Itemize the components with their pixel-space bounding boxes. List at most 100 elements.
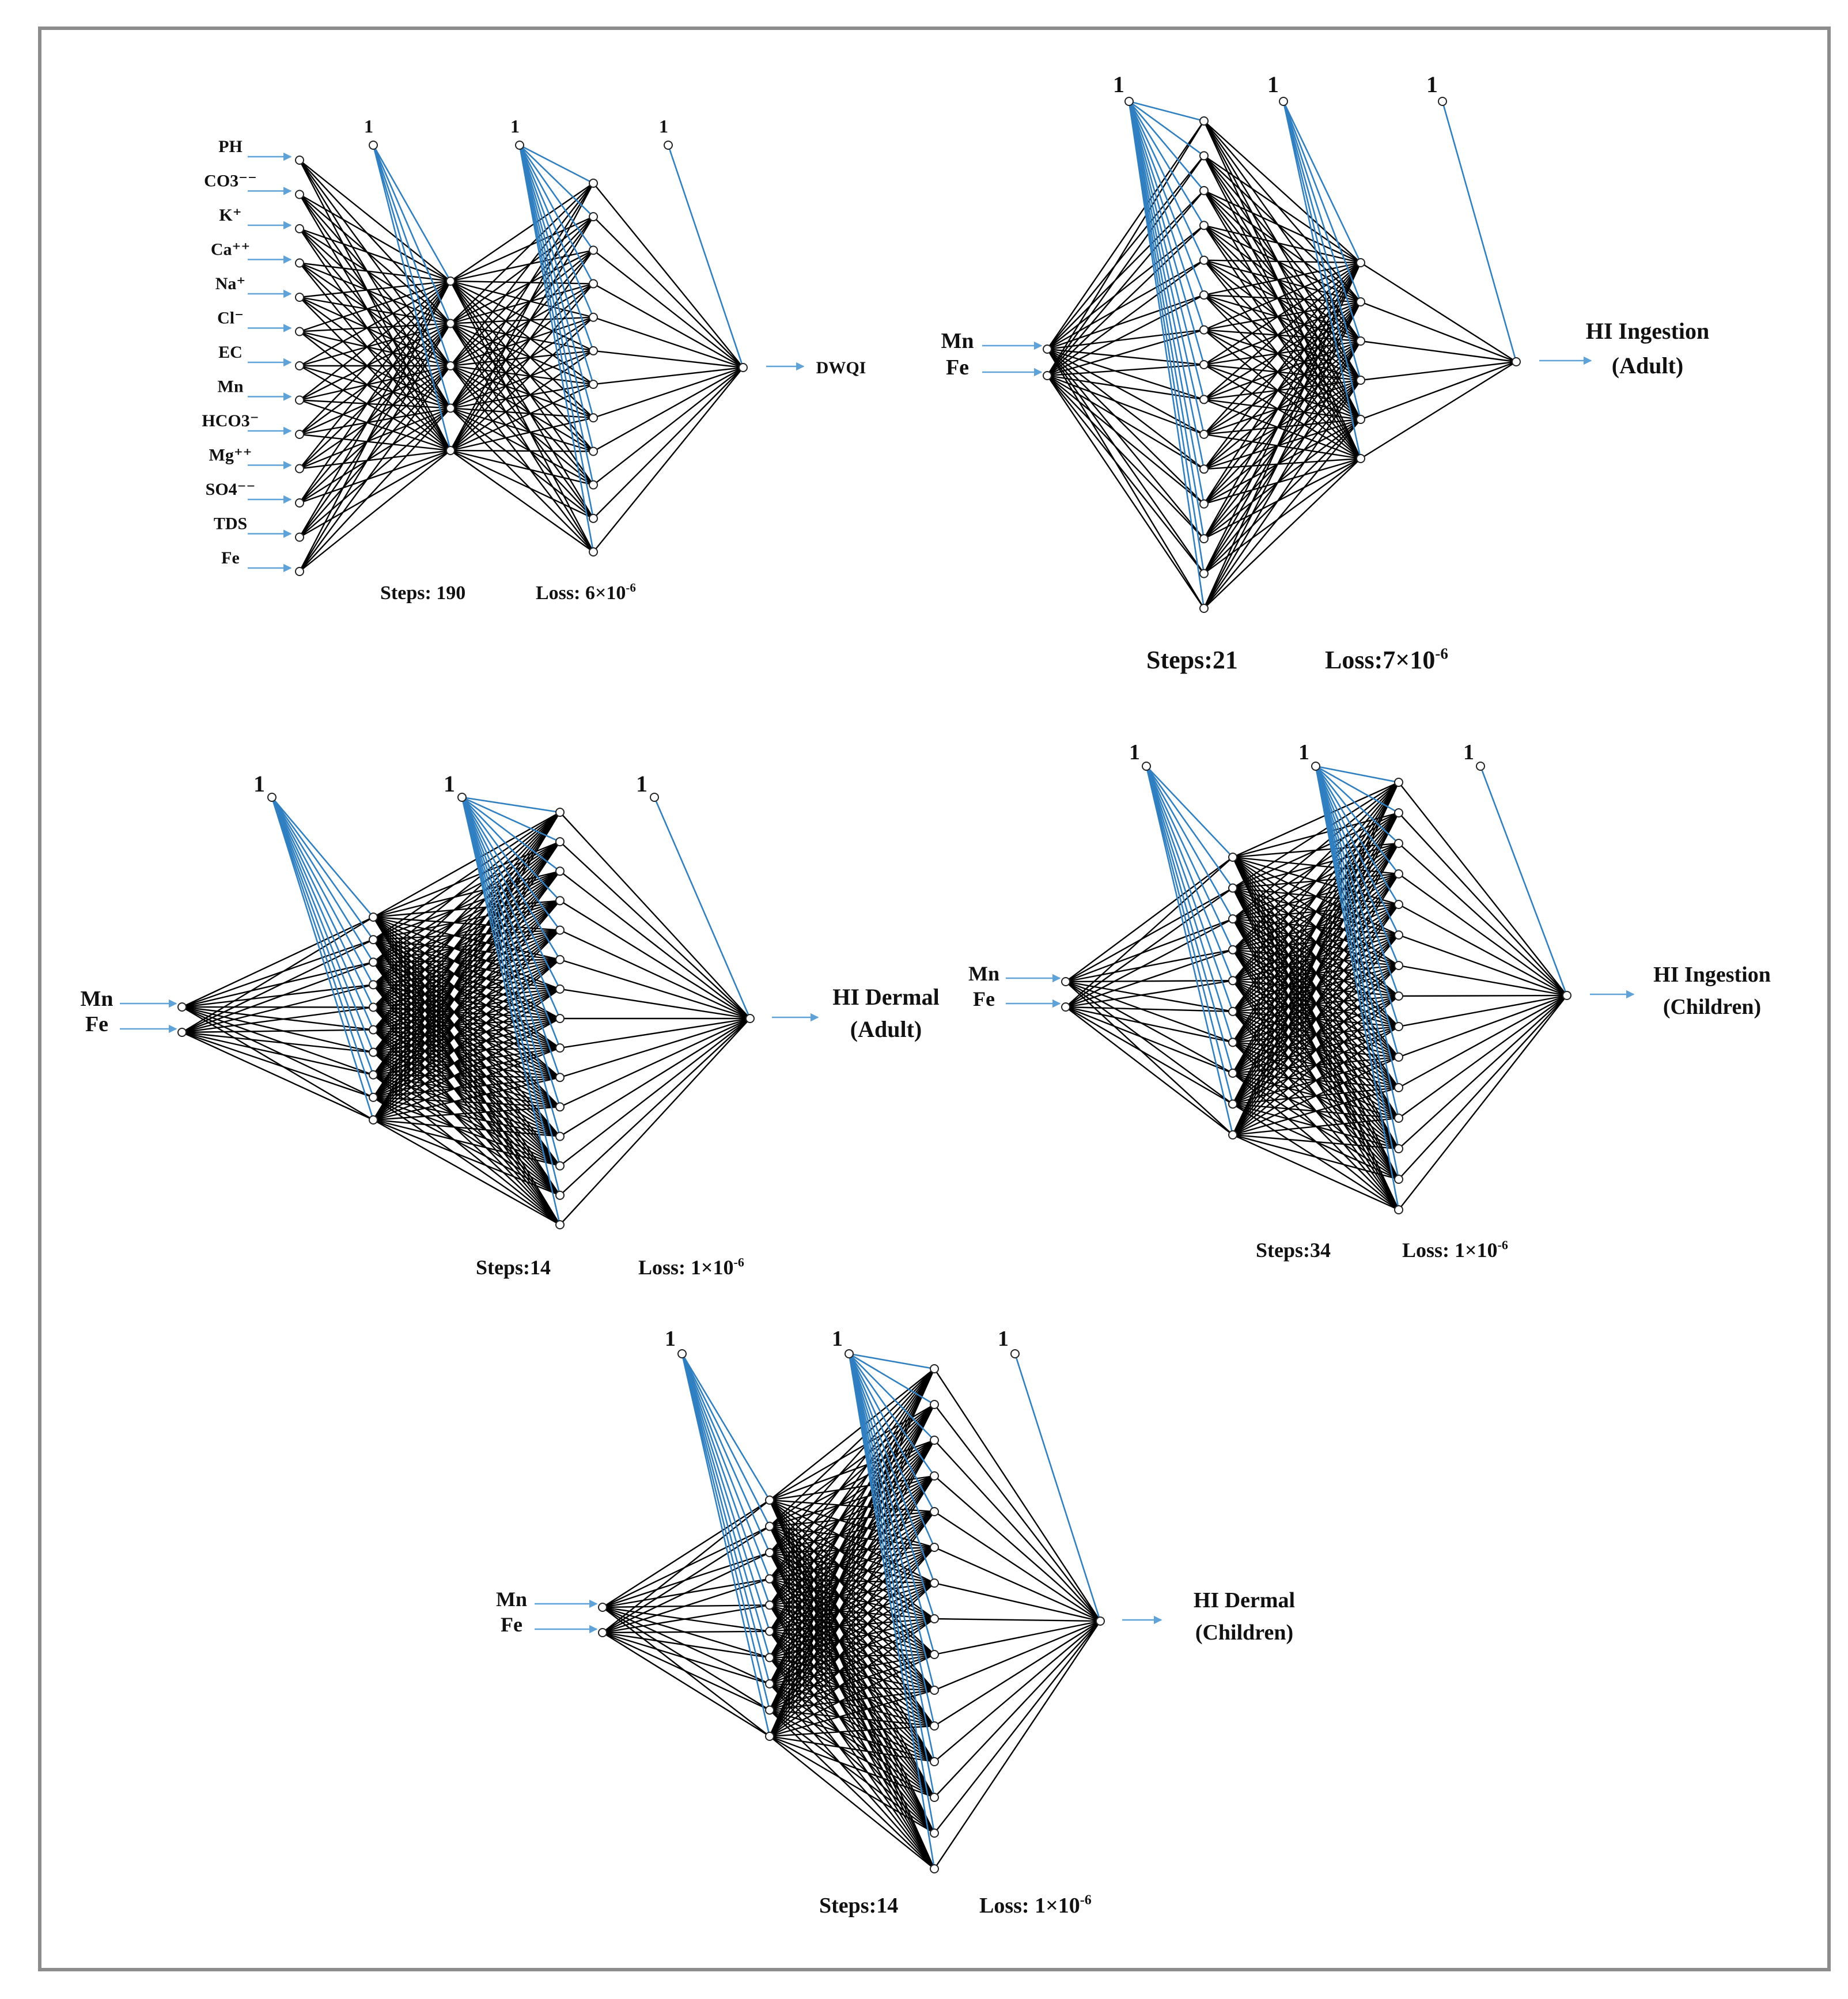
bias-edge — [271, 797, 374, 1120]
weight-edge — [934, 1620, 1101, 1727]
weight-edge — [1203, 399, 1361, 421]
weight-edge — [1203, 380, 1361, 609]
weight-edge — [1203, 340, 1362, 609]
bias-edge — [1315, 766, 1400, 874]
nodes — [598, 1364, 1105, 1873]
weight-edge — [769, 1511, 935, 1659]
weight-edge — [373, 1096, 561, 1108]
weight-edge — [373, 870, 561, 1120]
weight-edge — [450, 450, 594, 552]
hidden-node — [1394, 1205, 1403, 1214]
bias-edge — [271, 797, 374, 985]
hidden-node — [930, 1757, 939, 1766]
weight-edge — [299, 407, 451, 436]
weight-edge — [373, 939, 561, 1078]
weight-edge — [373, 1029, 561, 1225]
weight-edge — [769, 1440, 935, 1580]
weight-edge — [299, 365, 451, 538]
hidden-node — [1394, 1175, 1403, 1184]
hidden-node — [1394, 778, 1403, 787]
weight-edge — [769, 1709, 935, 1763]
nodes — [1043, 116, 1521, 613]
hidden-node — [765, 1626, 774, 1636]
input-node — [295, 567, 304, 576]
weight-edge — [299, 407, 451, 538]
hidden-node — [1356, 376, 1365, 385]
weight-edge — [769, 1500, 935, 1691]
hidden-node — [930, 1543, 939, 1552]
weight-edge — [1046, 120, 1205, 376]
bias-edge — [1128, 101, 1205, 330]
weight-edge — [1047, 294, 1205, 377]
hidden-node — [369, 1070, 378, 1080]
weight-edge — [450, 365, 594, 452]
weight-edge — [1360, 361, 1517, 381]
weight-edge — [1203, 190, 1362, 459]
hidden-node — [1228, 976, 1237, 986]
weight-edge — [450, 449, 594, 519]
weight-edge — [373, 1119, 561, 1167]
weight-edge — [373, 812, 561, 1008]
bias-edge — [372, 145, 452, 324]
weight-edge — [450, 316, 594, 367]
hidden-node — [1199, 464, 1209, 474]
bias-edge — [681, 1353, 771, 1658]
weight-edge — [373, 1029, 561, 1167]
input-node — [598, 1603, 607, 1612]
weight-edge — [1203, 262, 1361, 470]
hidden-node — [589, 446, 598, 456]
weight-edge — [181, 938, 374, 1008]
weight-edge — [1398, 812, 1567, 996]
bias-edge — [1282, 101, 1362, 263]
bias-edge — [372, 145, 452, 366]
hidden-node — [765, 1548, 774, 1558]
hidden-node — [930, 1507, 939, 1516]
weight-edge — [1232, 782, 1400, 1074]
weight-edge — [1398, 782, 1567, 996]
weight-edge — [373, 1006, 561, 1049]
weight-edge — [1232, 1134, 1399, 1211]
bias-edge — [461, 796, 561, 872]
steps-label: Steps:14 — [476, 1256, 551, 1279]
hidden-node — [369, 1002, 378, 1012]
weight-edge — [299, 262, 451, 282]
weight-edge — [450, 383, 594, 409]
bias-edge — [1128, 101, 1205, 435]
weight-edge — [450, 283, 594, 324]
output-label: (Children) — [1663, 995, 1761, 1019]
input-node — [295, 498, 304, 508]
weight-edge — [450, 323, 594, 519]
weight-edge — [1232, 782, 1400, 1043]
bias-edge — [1145, 766, 1234, 889]
weight-edge — [1203, 262, 1361, 366]
bias-edge — [1315, 766, 1400, 936]
weight-edge — [769, 1689, 935, 1711]
weight-edge — [1360, 301, 1517, 363]
hidden-node — [765, 1732, 774, 1741]
hidden-node — [930, 1400, 939, 1409]
weight-edge — [769, 1525, 935, 1727]
bias-edge — [1145, 766, 1234, 981]
hidden-node — [555, 1102, 565, 1112]
bias-edge — [848, 1353, 936, 1512]
weight-edge — [1398, 843, 1567, 996]
weight-edge — [769, 1735, 935, 1834]
weight-edge — [449, 216, 594, 451]
weight-edge — [769, 1578, 935, 1656]
weight-edge — [769, 1440, 935, 1632]
bias-edge — [1315, 766, 1400, 1027]
bias-edge — [271, 797, 374, 918]
weight-edge — [769, 1368, 935, 1580]
weight-edge — [373, 1017, 561, 1121]
weight-edge — [373, 916, 561, 960]
bias-edge — [271, 797, 374, 1031]
weight-edge — [1398, 873, 1567, 996]
bias-edge — [461, 797, 561, 960]
weight-edge — [373, 1051, 561, 1137]
weight-edge — [934, 1621, 1101, 1762]
hidden-node — [1228, 1068, 1237, 1078]
bias-node — [845, 1349, 854, 1358]
hidden-node — [1199, 255, 1209, 265]
